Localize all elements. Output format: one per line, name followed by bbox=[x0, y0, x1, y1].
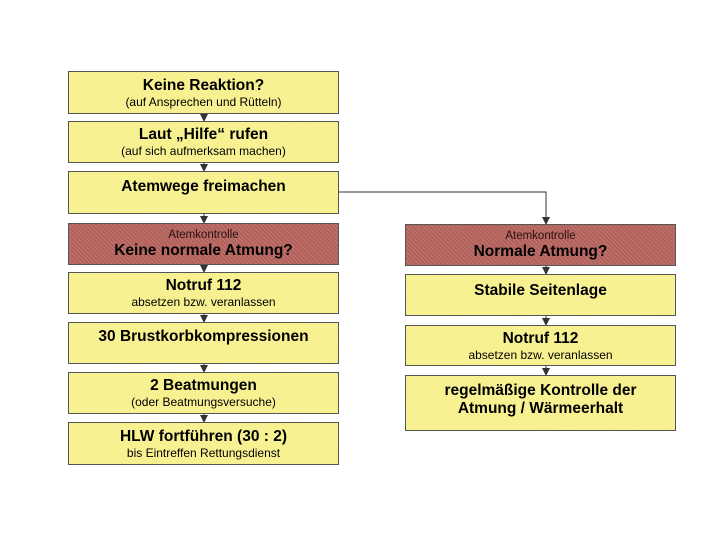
step-title-line-1: regelmäßige Kontrolle der bbox=[444, 382, 637, 399]
step-title: 30 Brustkorbkompressionen bbox=[98, 328, 309, 345]
check-normale-atmung: Atemkontrolle Normale Atmung? bbox=[405, 224, 676, 266]
step-subtitle: (oder Beatmungsversuche) bbox=[131, 395, 276, 409]
step-keine-reaktion: Keine Reaktion? (auf Ansprechen und Rütt… bbox=[68, 71, 339, 114]
step-title: 2 Beatmungen bbox=[150, 377, 257, 394]
step-kontrolle: regelmäßige Kontrolle der Atmung / Wärme… bbox=[405, 375, 676, 431]
check-label: Atemkontrolle bbox=[168, 228, 239, 241]
step-kompressionen: 30 Brustkorbkompressionen bbox=[68, 322, 339, 364]
branch-arrow bbox=[339, 191, 550, 225]
step-notruf-left: Notruf 112 absetzen bzw. veranlassen bbox=[68, 272, 339, 314]
step-atemwege: Atemwege freimachen bbox=[68, 171, 339, 214]
step-subtitle: absetzen bzw. veranlassen bbox=[468, 347, 613, 362]
step-subtitle: bis Eintreffen Rettungsdienst bbox=[126, 445, 281, 460]
step-subtitle: absetzen bzw. veranlassen bbox=[131, 295, 276, 309]
step-subtitle: (auf sich aufmerksam machen) bbox=[121, 144, 286, 158]
check-title: Keine normale Atmung? bbox=[114, 241, 293, 259]
step-title: Laut „Hilfe“ rufen bbox=[138, 126, 269, 143]
step-beatmungen: 2 Beatmungen (oder Beatmungsversuche) bbox=[68, 372, 339, 414]
check-title: Normale Atmung? bbox=[473, 242, 608, 260]
step-title: Notruf 112 bbox=[502, 329, 579, 347]
step-hilfe-rufen: Laut „Hilfe“ rufen (auf sich aufmerksam … bbox=[68, 121, 339, 163]
step-title: HLW fortführen (30 : 2) bbox=[119, 427, 288, 445]
check-label: Atemkontrolle bbox=[505, 229, 576, 242]
step-title: Stabile Seitenlage bbox=[474, 282, 607, 299]
step-title: Notruf 112 bbox=[165, 277, 242, 294]
check-keine-atmung: Atemkontrolle Keine normale Atmung? bbox=[68, 223, 339, 265]
step-seitenlage: Stabile Seitenlage bbox=[405, 274, 676, 316]
step-notruf-right: Notruf 112 absetzen bzw. veranlassen bbox=[405, 325, 676, 366]
step-title: Keine Reaktion? bbox=[142, 76, 265, 94]
step-subtitle: (auf Ansprechen und Rütteln) bbox=[125, 94, 282, 109]
step-hlw: HLW fortführen (30 : 2) bis Eintreffen R… bbox=[68, 422, 339, 465]
step-title: Atemwege freimachen bbox=[121, 178, 286, 195]
step-title-line-2: Atmung / Wärmeerhalt bbox=[457, 400, 624, 417]
